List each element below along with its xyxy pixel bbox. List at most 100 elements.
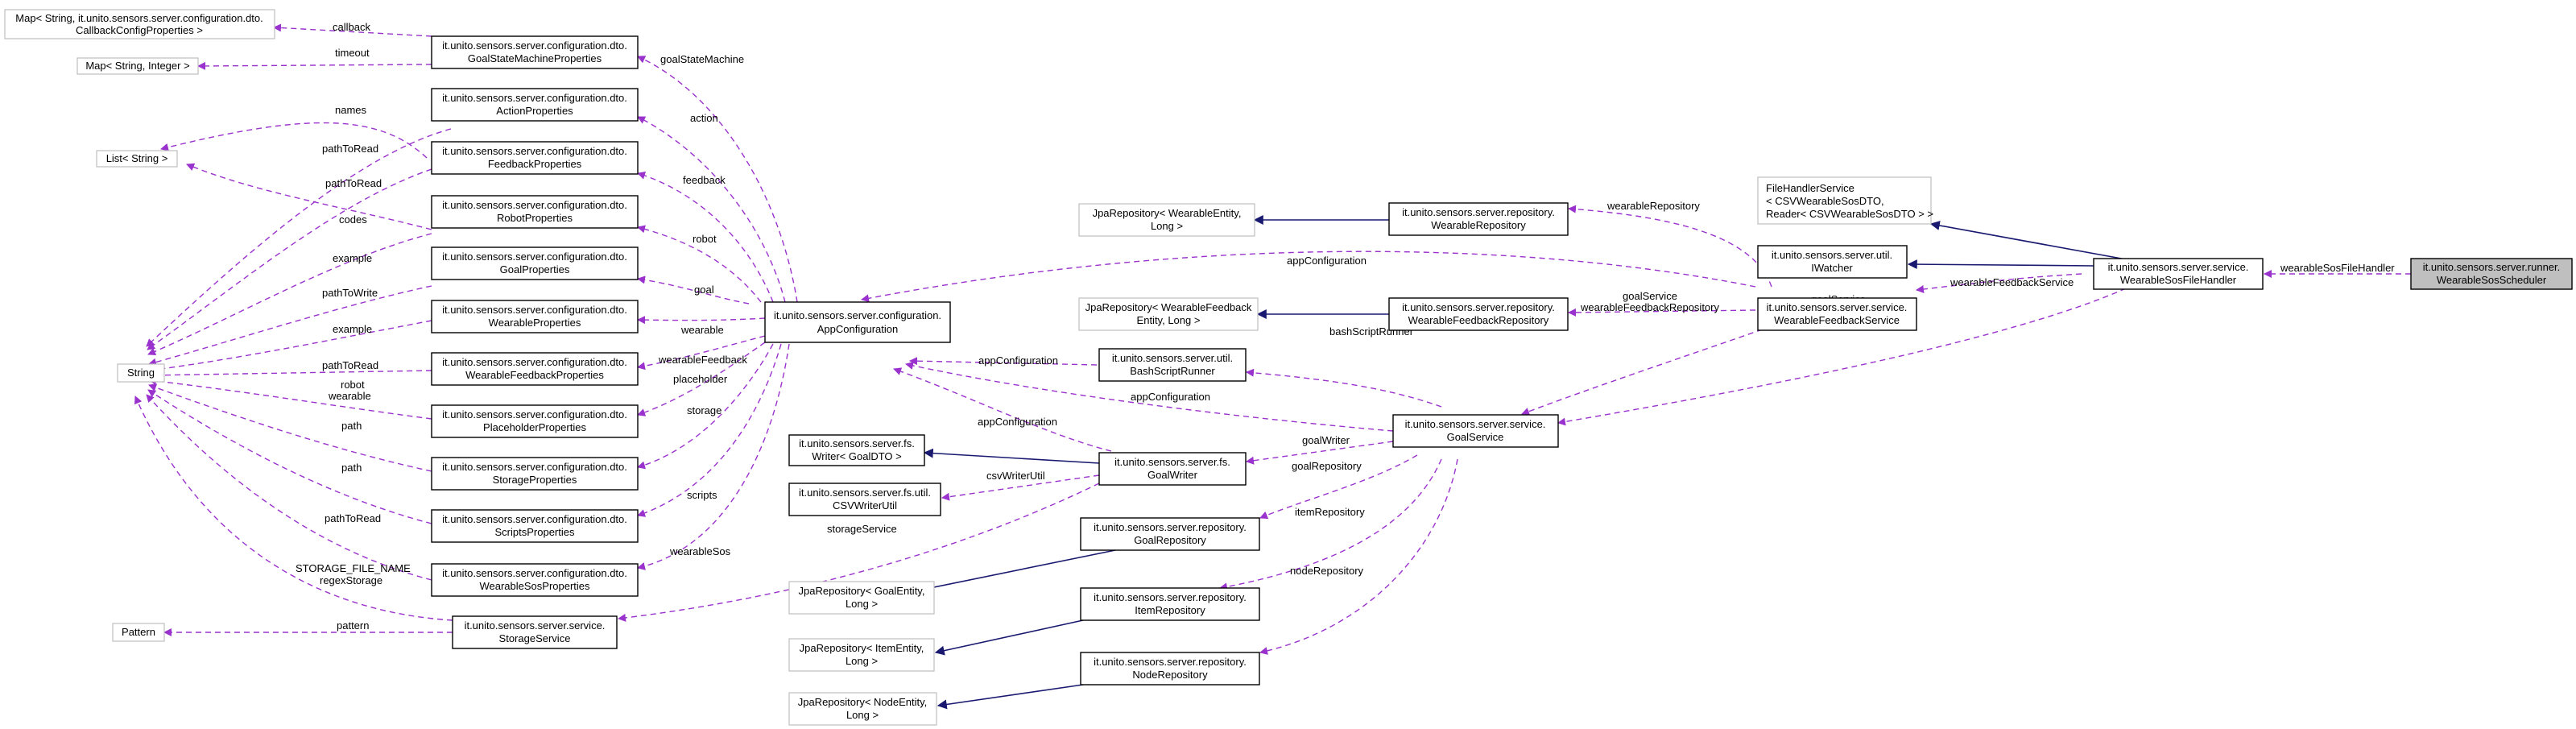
node-storage-properties[interactable]: it.unito.sensors.server.configuration.dt…: [431, 457, 639, 491]
edge-placeholder-cfg: [637, 342, 766, 416]
node-goal-repository-line-2: GoalRepository: [1134, 534, 1206, 546]
node-jpa-wearable[interactable]: JpaRepository< WearableEntity, Long >: [1078, 203, 1255, 237]
node-wearable-feedback-service[interactable]: it.unito.sensors.server.service. Wearabl…: [1757, 297, 1917, 331]
node-app-configuration-line-1: it.unito.sensors.server.configuration.: [774, 309, 941, 321]
edge-labels-layer: callback timeout names pathToRead pathTo…: [296, 21, 2395, 632]
edge-goalService-wfs: [1521, 325, 1772, 416]
node-wearable-sos-scheduler[interactable]: it.unito.sensors.server.runner. Wearable…: [2410, 258, 2573, 290]
node-robot-properties[interactable]: it.unito.sensors.server.configuration.dt…: [431, 195, 639, 229]
node-wearable-feedback-properties[interactable]: it.unito.sensors.server.configuration.dt…: [431, 352, 639, 386]
node-iwatcher-line-1: it.unito.sensors.server.util.: [1772, 249, 1892, 261]
node-string[interactable]: String: [117, 363, 165, 383]
edge-label-pathToRead-2: pathToRead: [325, 177, 382, 189]
edge-label-wearable: wearable: [328, 390, 371, 402]
node-map-callback-line-2: CallbackConfigProperties >: [76, 24, 203, 36]
edge-inherit-iwatcher: [1907, 259, 2094, 270]
node-wearable-properties-line-1: it.unito.sensors.server.configuration.dt…: [442, 304, 627, 316]
node-list-string-line-1: List< String >: [106, 152, 168, 164]
edge-label-callback: callback: [333, 21, 370, 33]
node-jpa-node[interactable]: JpaRepository< NodeEntity, Long >: [788, 692, 937, 726]
edge-nodeRepository: [1259, 458, 1458, 655]
node-wearable-sos-scheduler-line-2: WearableSosScheduler: [2437, 274, 2547, 286]
node-feedback-properties-line-1: it.unito.sensors.server.configuration.dt…: [442, 145, 627, 157]
edge-goalRepository: [1259, 454, 1418, 520]
node-map-timeout[interactable]: Map< String, Integer >: [76, 57, 199, 75]
node-app-configuration-line-2: AppConfiguration: [817, 323, 898, 335]
edge-appConfiguration-goalwriter: [893, 367, 1112, 452]
node-goal-service-line-2: GoalService: [1447, 431, 1504, 443]
node-action-properties[interactable]: it.unito.sensors.server.configuration.dt…: [431, 88, 639, 122]
node-jpa-goal[interactable]: JpaRepository< GoalEntity, Long >: [788, 581, 935, 615]
edge-label-wearableFeedbackRepository: wearableFeedbackRepository: [1580, 301, 1719, 313]
node-writer-goal-dto[interactable]: it.unito.sensors.server.fs. Writer< Goal…: [788, 434, 925, 466]
node-goal-service[interactable]: it.unito.sensors.server.service. GoalSer…: [1392, 414, 1559, 448]
edge-inherit-jpa-goal: [916, 549, 1116, 594]
node-jpa-item-line-2: Long >: [846, 655, 878, 667]
node-iwatcher[interactable]: it.unito.sensors.server.util. IWatcher: [1757, 245, 1908, 279]
edge-itemRepository: [1219, 458, 1442, 591]
node-feedback-properties-line-2: FeedbackProperties: [488, 158, 582, 170]
node-map-timeout-line-1: Map< String, Integer >: [85, 60, 189, 72]
edge-label-pathToRead-4: pathToRead: [325, 512, 381, 524]
node-goal-properties-line-2: GoalProperties: [500, 263, 570, 275]
node-item-repository[interactable]: it.unito.sensors.server.repository. Item…: [1080, 587, 1260, 621]
node-goal-writer-line-1: it.unito.sensors.server.fs.: [1114, 456, 1230, 468]
node-file-handler-service-line-3: Reader< CSVWearableSosDTO > >: [1766, 208, 1933, 220]
node-wearable-feedback-properties-line-2: WearableFeedbackProperties: [465, 369, 604, 381]
node-file-handler-service[interactable]: FileHandlerService < CSVWearableSosDTO, …: [1757, 176, 1933, 225]
node-goal-state-machine-properties[interactable]: it.unito.sensors.server.configuration.dt…: [431, 35, 639, 69]
edge-goalService-handler: [1557, 288, 2127, 426]
node-wearable-repository[interactable]: it.unito.sensors.server.repository. Wear…: [1388, 202, 1569, 236]
node-goal-properties[interactable]: it.unito.sensors.server.configuration.dt…: [431, 246, 639, 280]
node-wearable-feedback-repository[interactable]: it.unito.sensors.server.repository. Wear…: [1388, 297, 1569, 331]
edge-pathToWrite: [148, 285, 432, 367]
node-csv-writer-util-line-1: it.unito.sensors.server.fs.util.: [799, 487, 931, 499]
node-jpa-wearable-feedback[interactable]: JpaRepository< WearableFeedback Entity, …: [1078, 297, 1259, 331]
edge-timeout: [197, 61, 432, 70]
node-goal-writer-line-2: GoalWriter: [1147, 469, 1198, 481]
node-csv-writer-util[interactable]: it.unito.sensors.server.fs.util. CSVWrit…: [788, 483, 941, 516]
edge-robot-cfg: [637, 225, 762, 303]
edge-pathToRead-1: [146, 128, 452, 347]
node-goal-repository[interactable]: it.unito.sensors.server.repository. Goal…: [1080, 517, 1260, 551]
node-node-repository-line-1: it.unito.sensors.server.repository.: [1094, 656, 1247, 668]
node-placeholder-properties[interactable]: it.unito.sensors.server.configuration.dt…: [431, 404, 639, 438]
node-robot-properties-line-1: it.unito.sensors.server.configuration.dt…: [442, 199, 627, 211]
node-node-repository[interactable]: it.unito.sensors.server.repository. Node…: [1080, 652, 1260, 686]
node-wearable-sos-file-handler-line-2: WearableSosFileHandler: [2120, 274, 2237, 286]
edge-label-wearableFeedbackService: wearableFeedbackService: [1950, 276, 2074, 288]
node-pattern[interactable]: Pattern: [112, 623, 165, 642]
node-storage-service-line-2: StorageService: [499, 632, 571, 644]
edge-label-wearableFeedback-cfg: wearableFeedback: [658, 354, 747, 366]
node-wearable-sos-properties[interactable]: it.unito.sensors.server.configuration.dt…: [431, 563, 639, 597]
node-file-handler-service-line-1: FileHandlerService: [1766, 182, 1854, 194]
edge-label-names: names: [335, 104, 367, 116]
node-wearable-properties-line-2: WearableProperties: [489, 317, 581, 329]
edge-label-example-2: example: [333, 323, 372, 335]
node-bash-script-runner[interactable]: it.unito.sensors.server.util. BashScript…: [1098, 348, 1247, 382]
edge-label-goal-cfg: goal: [694, 284, 714, 296]
node-bash-script-runner-line-2: BashScriptRunner: [1130, 365, 1215, 377]
node-scripts-properties-line-2: ScriptsProperties: [495, 526, 575, 538]
node-list-string[interactable]: List< String >: [96, 150, 178, 168]
node-wearable-sos-scheduler-line-1: it.unito.sensors.server.runner.: [2423, 261, 2561, 273]
node-item-repository-line-1: it.unito.sensors.server.repository.: [1094, 591, 1247, 603]
node-jpa-item[interactable]: JpaRepository< ItemEntity, Long >: [788, 638, 935, 672]
node-goal-writer[interactable]: it.unito.sensors.server.fs. GoalWriter: [1098, 452, 1247, 486]
edge-label-itemRepository: itemRepository: [1295, 506, 1365, 518]
edge-label-codes: codes: [339, 213, 367, 226]
node-wearable-repository-line-1: it.unito.sensors.server.repository.: [1402, 206, 1555, 218]
node-scripts-properties[interactable]: it.unito.sensors.server.configuration.dt…: [431, 509, 639, 543]
edge-pathToRead-4: [146, 394, 432, 581]
edge-inherit-filehandler: [1929, 221, 2127, 260]
edge-label-wearableRepository: wearableRepository: [1606, 200, 1700, 212]
node-wearable-repository-line-2: WearableRepository: [1431, 219, 1526, 231]
node-wearable-properties[interactable]: it.unito.sensors.server.configuration.dt…: [431, 300, 639, 333]
node-feedback-properties[interactable]: it.unito.sensors.server.configuration.dt…: [431, 141, 639, 175]
node-map-callback[interactable]: Map< String, it.unito.sensors.server.con…: [4, 9, 275, 39]
node-app-configuration[interactable]: it.unito.sensors.server.configuration. A…: [764, 301, 951, 343]
node-storage-service[interactable]: it.unito.sensors.server.service. Storage…: [452, 615, 618, 649]
edge-label-storage-cfg: storage: [687, 404, 722, 416]
node-wearable-sos-file-handler[interactable]: it.unito.sensors.server.service. Wearabl…: [2093, 258, 2264, 290]
node-goal-state-machine-properties-line-1: it.unito.sensors.server.configuration.dt…: [442, 39, 627, 52]
